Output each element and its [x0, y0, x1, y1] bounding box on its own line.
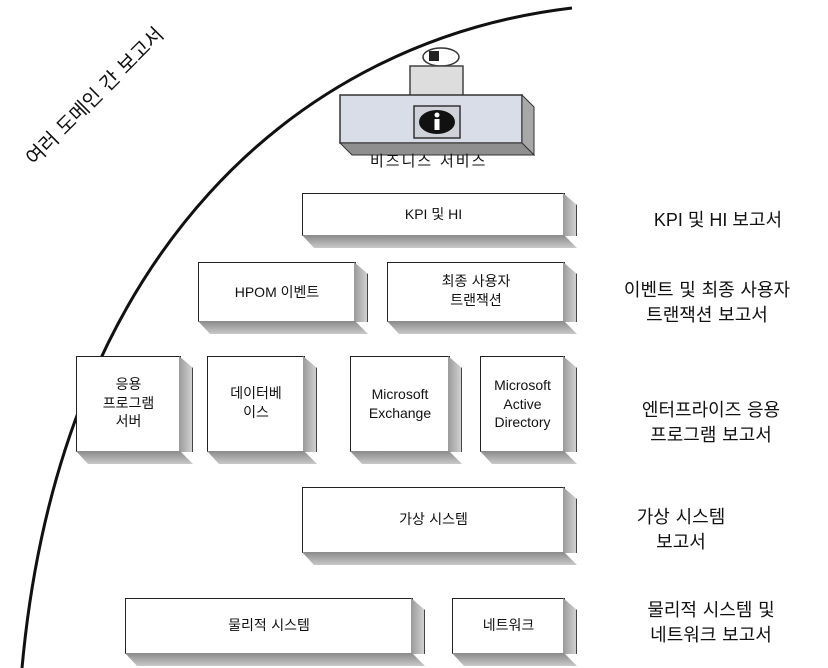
kpi-box-label: KPI 및 HI [404, 206, 463, 223]
domain-arc [20, 6, 573, 668]
physical-box-label: 물리적 시스템 [228, 617, 310, 634]
hpom-box: HPOM 이벤트 [198, 262, 368, 334]
network-box-label: 네트워크 [482, 617, 535, 634]
enduser-box: 최종 사용자 트랜잭션 [387, 262, 577, 334]
virtual-report-label: 가상 시스템 보고서 [636, 507, 726, 554]
appserver-box: 응용 프로그램 서버 [76, 356, 193, 464]
database-box: 데이터베 이스 [207, 356, 317, 464]
info-icon [413, 105, 461, 139]
virtual-box: 가상 시스템 [302, 487, 577, 565]
database-box-label: 데이터베 이스 [230, 386, 282, 421]
kpi-report-label: KPI 및 HI 보고서 [653, 210, 783, 230]
kpi-box: KPI 및 HI [302, 193, 577, 248]
network-box: 네트워크 [452, 598, 577, 666]
events-report-label: 이벤트 및 최종 사용자 트랜잭션 보고서 [623, 280, 791, 327]
ad-box: Microsoft Active Directory [480, 356, 577, 464]
enduser-box-label: 최종 사용자 트랜잭션 [441, 274, 511, 309]
exchange-box: Microsoft Exchange [350, 356, 462, 464]
business-service-label: 비즈니스 서비스 [370, 152, 488, 170]
physical-box: 물리적 시스템 [125, 598, 425, 666]
person-icon [409, 47, 464, 97]
exchange-box-label: Microsoft Exchange [368, 386, 432, 421]
ad-box-label: Microsoft Active Directory [494, 376, 551, 431]
appserver-box-label: 응용 프로그램 서버 [102, 376, 155, 431]
hpom-box-label: HPOM 이벤트 [234, 283, 320, 300]
physical-report-label: 물리적 시스템 및 네트워크 보고서 [647, 600, 775, 647]
virtual-box-label: 가상 시스템 [399, 511, 468, 528]
enterprise-report-label: 엔터프라이즈 응용 프로그램 보고서 [641, 400, 781, 447]
